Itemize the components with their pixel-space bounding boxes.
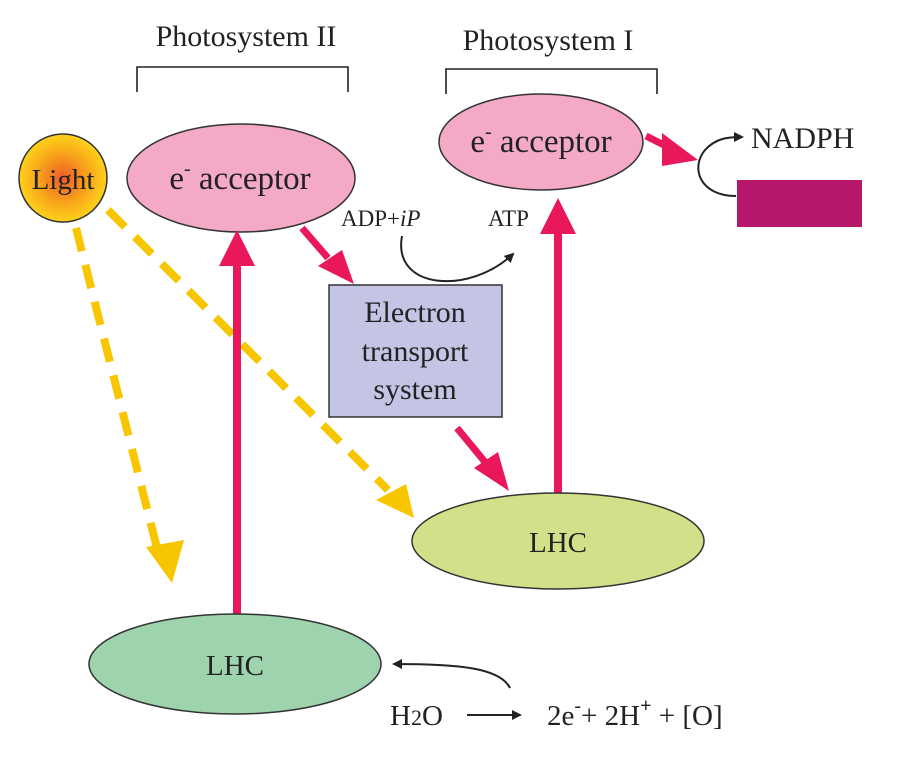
ets-to-psi-lhc-arrow	[454, 425, 488, 465]
photosystem-i-label: Photosystem I	[463, 24, 634, 57]
photosystem-ii-bracket	[136, 66, 349, 92]
electron-transport-system-box	[328, 284, 503, 418]
light-arrowhead-psi	[376, 484, 414, 518]
psi-light-harvesting-complex	[411, 492, 705, 590]
water-splitting-curved-arrow	[392, 659, 511, 689]
adp-ip-label: ADP+iP	[341, 206, 420, 231]
water-products-label: 2e-+ 2H+ + [O]	[547, 695, 723, 732]
atp-label: ATP	[488, 206, 529, 231]
psi-acceptor-to-nadph-arrowhead	[662, 133, 698, 166]
light-arrow-to-psi-lhc	[105, 207, 391, 493]
psii-lhc-label: LHC	[206, 650, 264, 682]
psii-light-harvesting-complex	[88, 613, 382, 715]
psi-lhc-label: LHC	[529, 527, 587, 559]
light-label: Light	[32, 164, 95, 196]
light-arrow-to-psii-lhc	[72, 227, 162, 553]
ets-to-psi-lhc-arrowhead	[474, 452, 509, 491]
ets-label-line3: system	[373, 373, 456, 406]
light-arrowhead-psii	[146, 540, 184, 583]
nadph-box	[737, 180, 862, 227]
photosystem-ii-label: Photosystem II	[156, 20, 337, 53]
photosystem-i-bracket	[445, 68, 658, 94]
ets-label-line1: Electron	[364, 296, 466, 329]
psii-acceptor-to-ets-arrowhead	[318, 250, 354, 284]
light-sun-icon	[18, 133, 108, 223]
ets-label-line2: transport	[362, 335, 469, 368]
psii-acceptor-label: e- acceptor	[169, 158, 310, 197]
psii-lhc-to-acceptor-arrowhead	[219, 230, 255, 266]
psi-electron-acceptor	[438, 93, 644, 191]
nadph-label: NADPH	[751, 122, 854, 155]
adp-to-atp-curved-arrow	[400, 235, 515, 283]
psii-electron-acceptor	[126, 123, 356, 233]
psii-acceptor-to-ets-arrow	[299, 225, 331, 261]
nadph-curved-arrow	[697, 132, 744, 197]
h2o-label: H2O	[390, 700, 443, 732]
psi-lhc-to-acceptor-arrowhead	[540, 198, 576, 234]
psi-acceptor-label: e- acceptor	[470, 121, 611, 160]
